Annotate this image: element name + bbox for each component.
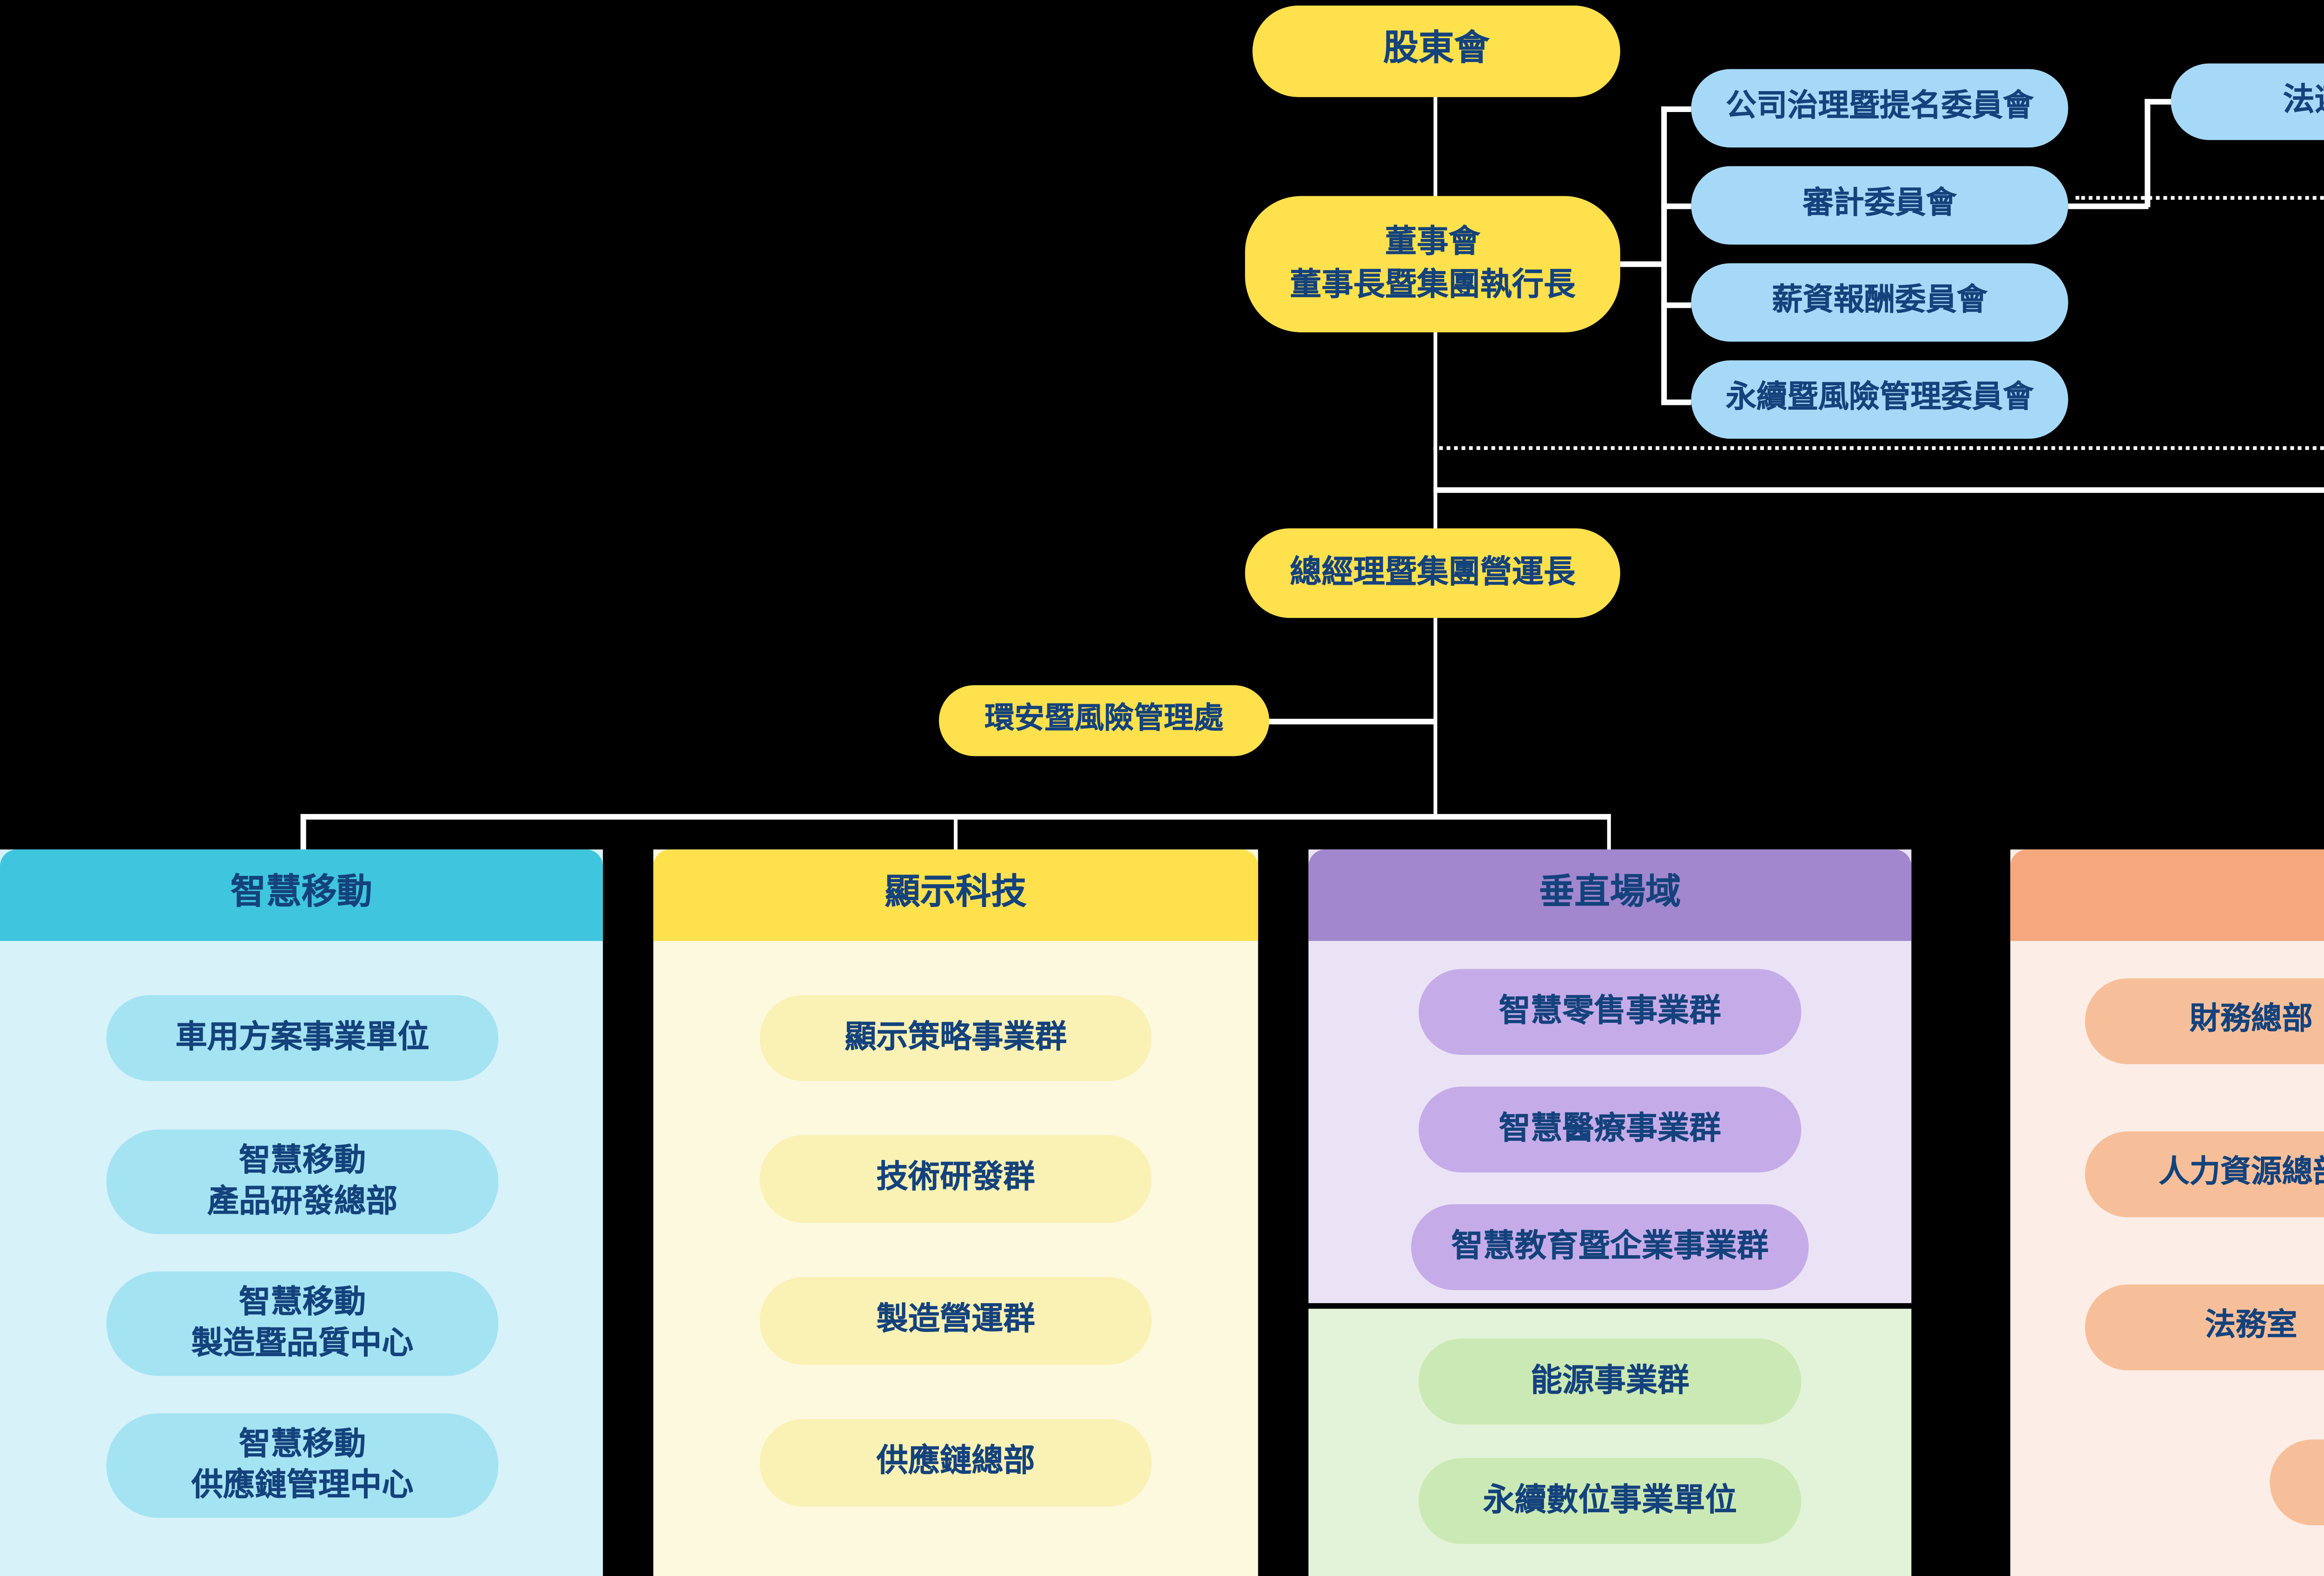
connector-line: [1620, 261, 1664, 266]
connector-line: [2068, 203, 2149, 208]
dotted-connector-line: [1433, 446, 2324, 450]
unit-box: 智慧移動 供應鏈管理中心: [106, 1413, 499, 1518]
unit-box: 智慧醫療事業群: [1419, 1086, 1802, 1172]
committee-sustainability-risk-box: 永續暨風險管理委員會: [1691, 360, 2068, 439]
division-panel-energy-sustainability: 能源事業群 永續數位事業單位: [1308, 1309, 1912, 1576]
division-header-vertical-domains: 垂直場域: [1308, 849, 1912, 941]
connector-line: [1606, 814, 1611, 852]
division-header-display-technology: 顯示科技: [653, 849, 1258, 941]
committee-governance-nomination-box: 公司治理暨提名委員會: [1691, 69, 2068, 148]
committee-compensation-box: 薪資報酬委員會: [1691, 263, 2068, 342]
connector-line: [1433, 618, 1438, 818]
unit-box: 智慧移動 製造暨品質中心: [106, 1271, 499, 1376]
unit-box: 人力資源總部: [2085, 1131, 2324, 1218]
connector-line: [1661, 203, 1691, 208]
connector-line: [1661, 106, 1666, 404]
ehs-risk-office-box: 環安暨風險管理處: [938, 685, 1269, 756]
committee-audit-box: 審計委員會: [1691, 166, 2068, 245]
division-panel-display-technology: 顯示科技 顯示策略事業群 技術研發群 製造營運群 供應鏈總部: [653, 849, 1258, 1576]
unit-box: 稽核管理處: [2270, 1439, 2324, 1525]
unit-box: 智慧教育暨企業事業群: [1411, 1204, 1809, 1290]
connector-line: [1661, 302, 1691, 307]
compliance-advisor-box: 法遵總顧問: [2171, 63, 2324, 140]
connector-line: [2145, 99, 2150, 207]
connector-line: [1433, 97, 1438, 196]
unit-box: 智慧零售事業群: [1419, 969, 1802, 1055]
division-panel-vertical-domains: 垂直場域 智慧零售事業群 智慧醫療事業群 智慧教育暨企業事業群: [1308, 849, 1912, 1304]
connector-line: [1433, 332, 1438, 530]
division-header-smart-mobility: 智慧移動: [0, 849, 603, 941]
unit-box: 技術研發群: [759, 1135, 1152, 1223]
connector-line: [1661, 399, 1691, 404]
unit-box: 法務室: [2085, 1284, 2324, 1371]
connector-line: [2145, 99, 2173, 104]
unit-box: 顯示策略事業群: [759, 995, 1152, 1081]
unit-box: 財務總部: [2085, 978, 2324, 1065]
unit-box: 智慧移動 產品研發總部: [106, 1129, 499, 1234]
unit-box: 能源事業群: [1419, 1338, 1802, 1425]
president-box: 總經理暨集團營運長: [1245, 528, 1620, 618]
connector-line: [953, 814, 958, 852]
shareholders-box: 股東會: [1252, 6, 1620, 97]
unit-box: 永續數位事業單位: [1419, 1458, 1802, 1544]
division-panel-group-support: 集團營運支援單位 財務總部 數位技術發展總部 人力資源總部 永續發展總部 法務室…: [2010, 849, 2324, 1576]
dotted-connector-line: [2075, 196, 2324, 200]
division-panel-smart-mobility: 智慧移動 車用方案事業單位 智慧移動 產品研發總部 智慧移動 製造暨品質中心 智…: [0, 849, 603, 1576]
connector-line: [1661, 106, 1691, 111]
division-header-group-support: 集團營運支援單位: [2010, 849, 2324, 941]
unit-box: 車用方案事業單位: [106, 995, 499, 1081]
unit-box: 製造營運群: [759, 1277, 1152, 1365]
unit-box: 供應鏈總部: [759, 1419, 1152, 1507]
connector-line: [1433, 487, 2324, 492]
board-box: 董事會 董事長暨集團執行長: [1245, 196, 1620, 332]
connector-line: [300, 814, 305, 852]
connector-line: [1267, 719, 1436, 724]
